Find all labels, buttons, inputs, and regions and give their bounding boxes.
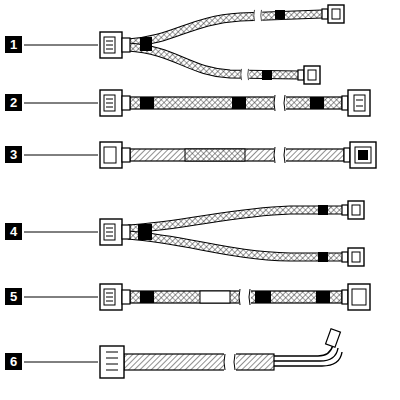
straight-cable <box>100 284 370 310</box>
straight-cable <box>130 149 344 161</box>
straight-cable <box>342 290 348 304</box>
callout-number: 1 <box>5 36 22 53</box>
straight-cable <box>239 288 251 306</box>
straight-cable <box>255 291 271 303</box>
y-cable <box>128 47 298 75</box>
straight-cable <box>130 97 342 109</box>
straight-cable <box>358 150 368 160</box>
y-cable <box>241 68 249 81</box>
straight-cable <box>100 284 130 310</box>
y-cable <box>318 205 328 215</box>
y-cable <box>100 5 344 84</box>
straight-cable <box>100 142 122 168</box>
power-cable <box>100 346 124 378</box>
leader-lines <box>24 45 98 362</box>
power-cable <box>124 354 274 370</box>
straight-cable <box>352 289 366 305</box>
y-cable <box>128 235 342 257</box>
y-cable <box>342 248 364 266</box>
power-cable <box>106 352 118 353</box>
straight-cable <box>274 94 286 112</box>
straight-cable <box>316 291 330 303</box>
power-cable <box>224 353 236 371</box>
callout-number: 6 <box>5 353 22 370</box>
callout-number: 4 <box>5 223 22 240</box>
power-cable <box>274 345 342 366</box>
y-cable <box>254 9 262 22</box>
straight-cable <box>310 97 324 109</box>
y-cable <box>140 37 152 51</box>
power-cable <box>106 358 118 359</box>
power-cable <box>106 364 118 365</box>
straight-cable <box>130 291 342 303</box>
y-cable <box>128 235 342 257</box>
leader-lines <box>24 362 98 363</box>
straight-cable <box>140 97 154 109</box>
straight-cable <box>185 149 245 161</box>
straight-cable <box>100 90 130 116</box>
straight-cable <box>122 148 130 162</box>
y-cable <box>128 210 342 229</box>
power-cable <box>326 329 341 347</box>
straight-cable <box>200 291 230 303</box>
callout-number: 3 <box>5 146 22 163</box>
y-cable <box>318 252 328 262</box>
y-cable <box>128 210 342 229</box>
power-cable <box>106 370 118 371</box>
y-cable <box>128 14 322 43</box>
straight-cable <box>140 291 154 303</box>
y-cable <box>100 32 130 58</box>
straight-cable <box>355 147 371 163</box>
leader-lines <box>24 297 98 298</box>
power-cable <box>100 329 342 378</box>
y-cable <box>128 47 298 75</box>
y-cable <box>322 5 344 23</box>
straight-cable <box>344 148 350 162</box>
y-cable <box>138 224 152 240</box>
straight-cable <box>104 147 116 163</box>
callout-number: 5 <box>5 288 22 305</box>
leader-lines <box>24 232 98 233</box>
y-cable <box>262 70 272 80</box>
straight-cable <box>274 146 286 164</box>
leader-lines <box>24 155 98 156</box>
y-cable <box>128 14 322 43</box>
callout-number: 2 <box>5 94 22 111</box>
leader-lines <box>24 45 98 46</box>
straight-cable <box>342 90 370 116</box>
straight-cable <box>232 97 246 109</box>
y-cable <box>100 219 130 245</box>
y-cable <box>298 66 320 84</box>
y-cable <box>342 201 364 219</box>
leader-lines <box>24 103 98 104</box>
straight-cable <box>348 284 370 310</box>
straight-cable <box>350 142 376 168</box>
y-cable <box>100 201 364 266</box>
straight-cable <box>100 142 376 168</box>
y-cable <box>275 10 285 19</box>
straight-cable <box>100 90 370 116</box>
